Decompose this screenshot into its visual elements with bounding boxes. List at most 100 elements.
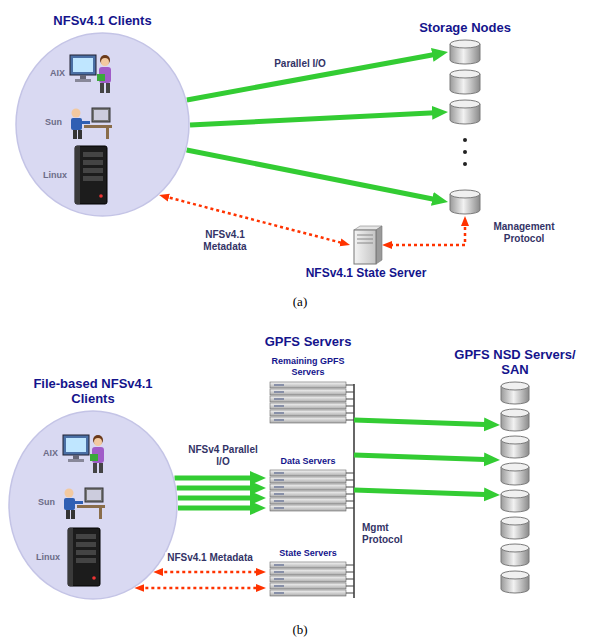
rack-unit	[270, 410, 346, 416]
tower-edge	[75, 146, 80, 204]
rack-panel	[274, 479, 284, 481]
rack-panel	[274, 493, 284, 495]
rack-unit	[270, 417, 346, 423]
node-label: Sun	[45, 117, 62, 127]
client-machine: AIX	[43, 432, 108, 474]
storage-group: Storage Nodes	[448, 40, 482, 216]
data-arrow	[174, 476, 258, 481]
node-label: Remaining GPFS Servers	[266, 356, 350, 378]
node-label: Linux	[36, 552, 60, 562]
leg	[93, 463, 97, 473]
power-light	[92, 576, 96, 580]
disk-top	[501, 490, 529, 498]
bus-stub	[346, 406, 354, 407]
desk-leg	[99, 508, 102, 519]
tower-case	[75, 146, 107, 204]
node-label: Sun	[38, 497, 55, 507]
leg	[106, 83, 110, 93]
data-arrow	[354, 455, 492, 460]
rack-unit	[270, 562, 346, 568]
rack-panel	[274, 384, 284, 386]
connector-group	[139, 53, 492, 588]
data-arrow	[354, 420, 492, 425]
client-group: File-based NFSv4.1 ClientsAIXSunLinux	[8, 410, 178, 600]
hair	[93, 435, 103, 445]
disk-symbol	[501, 382, 529, 404]
disk-top	[501, 436, 529, 444]
rack-unit	[270, 583, 346, 589]
screen	[87, 490, 101, 500]
connector-label: NFSv4 Parallel I/O	[182, 444, 264, 467]
book	[97, 74, 105, 81]
bus-stub	[346, 473, 354, 474]
bus-stub	[346, 565, 354, 566]
monitor-base	[75, 79, 91, 82]
monitor	[85, 488, 103, 502]
arm	[73, 501, 83, 504]
disk-symbol	[501, 490, 529, 512]
node-label: Data Servers	[266, 456, 350, 467]
rack-unit	[270, 477, 346, 483]
disk-symbol	[450, 70, 480, 94]
disk-symbol	[501, 571, 529, 593]
ellipsis-dot	[463, 138, 467, 142]
rack-unit	[270, 403, 346, 409]
book	[90, 454, 98, 461]
server-rack: Remaining GPFS Servers	[266, 356, 350, 424]
bus-stub	[346, 593, 354, 594]
disk-top	[450, 100, 480, 108]
power-light	[99, 194, 103, 198]
monitor-stand	[80, 75, 86, 79]
rack-unit	[270, 491, 346, 497]
hair	[100, 55, 110, 65]
connector-label: Management Protocol	[482, 221, 566, 244]
monitor	[63, 435, 89, 455]
tower-edge	[68, 528, 73, 586]
rack-panel	[274, 500, 284, 502]
rack-panel	[274, 412, 284, 414]
storage-group: GPFS NSD Servers/ SAN	[500, 382, 530, 600]
bus-stub	[346, 572, 354, 573]
rack-panel	[274, 405, 284, 407]
rack-unit	[270, 498, 346, 504]
leg	[99, 463, 103, 473]
leg	[100, 83, 104, 93]
client-machine: Sun	[45, 104, 112, 140]
bus-stub	[346, 487, 354, 488]
client-group: NFSv4.1 ClientsAIXSunLinux	[15, 32, 190, 217]
monitor-base	[68, 459, 84, 462]
disk-symbol	[501, 463, 529, 485]
drive-bay	[76, 542, 96, 547]
disk-top	[501, 382, 529, 390]
group-heading: GPFS Servers	[265, 335, 352, 350]
data-arrow	[187, 53, 440, 100]
rack-unit	[270, 389, 346, 395]
drive-bay	[83, 176, 103, 181]
connector-label: NFSv4.1 Metadata	[165, 552, 255, 564]
rack-panel	[274, 592, 284, 594]
drive-bays	[83, 152, 103, 181]
drive-bay	[76, 550, 96, 555]
bus-stub	[346, 586, 354, 587]
screen	[73, 58, 93, 72]
server-front	[354, 230, 376, 264]
group-heading: NFSv4.1 State Server	[306, 267, 427, 281]
bus-stub	[346, 385, 354, 386]
panel-caption: (b)	[292, 622, 307, 638]
screen	[94, 110, 108, 120]
server-slot	[357, 243, 373, 244]
node-label: AIX	[50, 68, 65, 78]
disk-top	[450, 40, 480, 48]
computer-icon	[66, 104, 112, 140]
disk-symbol	[501, 409, 529, 431]
disk-top	[501, 517, 529, 525]
ellipsis-dot	[463, 150, 467, 154]
rack-unit	[270, 470, 346, 476]
group-heading: File-based NFSv4.1 Clients	[18, 377, 168, 407]
server-icon	[350, 226, 382, 264]
rack-panel	[274, 472, 284, 474]
tower-case	[68, 528, 100, 586]
rack-panel	[274, 398, 284, 400]
bus-stub	[346, 508, 354, 509]
group-heading: Storage Nodes	[419, 21, 511, 36]
